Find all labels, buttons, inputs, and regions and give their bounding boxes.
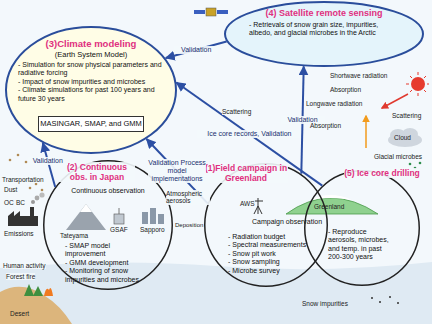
node-text: MASINGAR, SMAP, and GMM: [38, 119, 144, 128]
scene-label: BC: [16, 199, 25, 206]
scene-label: Dust: [4, 186, 17, 193]
scene-label: Scattering: [392, 112, 421, 119]
node-text: - Snow sampling: [228, 258, 324, 266]
scene-label: Deposition: [175, 222, 203, 229]
node-text: - Climate simulations for past 100 years…: [18, 86, 164, 103]
shortwave-arrow: [382, 94, 408, 108]
model-box: MASINGAR, SMAP, and GMM: [38, 116, 144, 132]
node-title: (2) Continuous obs. in Japan: [59, 162, 135, 182]
node-text: Campaign observation: [252, 218, 326, 226]
text-block: (5) Ice core drilling: [344, 168, 420, 178]
gsaf-building: [114, 208, 124, 224]
text-block: (Earth System Model): [43, 50, 139, 59]
node-text: - Spectral measurements: [228, 241, 324, 249]
node-text: - GMM development: [65, 259, 149, 267]
node-text: - Impact of snow impurities and microbes: [18, 78, 164, 86]
scene-label: Transportation: [2, 176, 44, 183]
edge-label: Validation Process model implementations: [148, 159, 206, 183]
text-block: (4) Satellite remote sensing: [252, 8, 396, 19]
node-title: (3)Climate modeling: [35, 38, 147, 49]
node-text: - Snow pit work: [228, 250, 324, 258]
forest-fire: [24, 284, 53, 296]
scene-label: Greenland: [314, 203, 344, 210]
desert-dune: [0, 287, 72, 324]
greenland-ice-sheet: [286, 195, 378, 214]
node-text: - SMAP model improvement: [65, 242, 149, 259]
scene-label: Emissions: [4, 230, 34, 237]
node-text: - Microbe survey: [228, 267, 324, 275]
longwave-arrow: [365, 116, 367, 148]
snow-impurity-dots: [371, 296, 399, 304]
cloud: [388, 128, 422, 147]
satellite-icon: [194, 8, 228, 16]
scene-label: Atmospheric aerosols: [166, 190, 210, 205]
modeling-ellipse: (3)Climate modeling(Earth System Model) -…: [5, 26, 177, 154]
text-block: (1)Field campaign in Greenland: [204, 163, 288, 183]
scene-label: Sapporo: [140, 226, 165, 233]
text-block: MASINGAR, SMAP, and GMM: [38, 119, 144, 128]
tateyama-mountain: [66, 204, 106, 230]
node-title: (5) Ice core drilling: [344, 168, 420, 178]
text-block: Campaign observation: [252, 218, 326, 226]
node-text: - Simulation for snow physical parameter…: [18, 61, 164, 78]
scene-label: Cloud: [394, 134, 411, 141]
sensing-ellipse: (4) Satellite remote sensing - Retrievals…: [224, 1, 424, 67]
validation-arrow: [166, 41, 227, 58]
scene-label: Desert: [10, 310, 29, 317]
scene-label: Human activity: [3, 262, 46, 269]
sapporo-city: [142, 208, 164, 224]
node-title: (4) Satellite remote sensing: [252, 8, 396, 19]
scene-label: Forest fire: [6, 273, 35, 280]
scene-label: Scattering: [222, 108, 251, 115]
scene-label: Shortwave radiation: [330, 72, 387, 79]
icecore-circle: (5) Ice core drilling - Reproduce aerosol…: [304, 170, 420, 286]
scene-label: AWS: [240, 200, 255, 207]
edge-label: Validation: [174, 46, 218, 54]
sun: [406, 72, 429, 96]
scene-label: Absorption: [310, 122, 341, 129]
campaign-circle: (1)Field campaign in GreenlandCampaign o…: [204, 163, 328, 287]
scene-label: Snow impurities: [302, 300, 348, 307]
text-block: Continuous observation: [65, 187, 151, 195]
scene-label: Glacial microbes: [374, 153, 422, 160]
text-block: - Reproduce aerosols, microbes, and temp…: [328, 228, 396, 262]
node-title: (1)Field campaign in Greenland: [204, 163, 288, 183]
scene-label: Tateyama: [60, 232, 88, 239]
text-block: - Simulation for snow physical parameter…: [18, 61, 164, 103]
scene-label: Longwave radiation: [306, 100, 362, 107]
text-block: (2) Continuous obs. in Japan: [59, 162, 135, 182]
text-block: - SMAP model improvement- GMM developmen…: [65, 242, 149, 284]
text-block: - Radiation budget- Spectral measurement…: [228, 233, 324, 275]
text-block: (3)Climate modeling: [35, 38, 147, 49]
validation-arrow: [43, 143, 55, 187]
factory-emissions: [8, 192, 45, 226]
node-text: - Monitoring of snow impurities and micr…: [65, 267, 149, 284]
snow-surface: [0, 262, 432, 324]
node-text: - Reproduce aerosols, microbes, and temp…: [328, 228, 396, 262]
scene-label: OC: [4, 199, 14, 206]
scene-label: Absorption: [330, 86, 361, 93]
edge-label: Validation: [28, 157, 68, 165]
node-text: (Earth System Model): [43, 50, 139, 59]
node-text: Continuous observation: [65, 187, 151, 195]
scene-label: GSAF: [110, 226, 128, 233]
text-block: - Retrievals of snow grain size, impurit…: [249, 21, 399, 38]
edge-label: Ice core records, Validation: [197, 130, 301, 138]
node-text: - Retrievals of snow grain size, impurit…: [249, 21, 399, 38]
node-text: - Radiation budget: [228, 233, 324, 241]
